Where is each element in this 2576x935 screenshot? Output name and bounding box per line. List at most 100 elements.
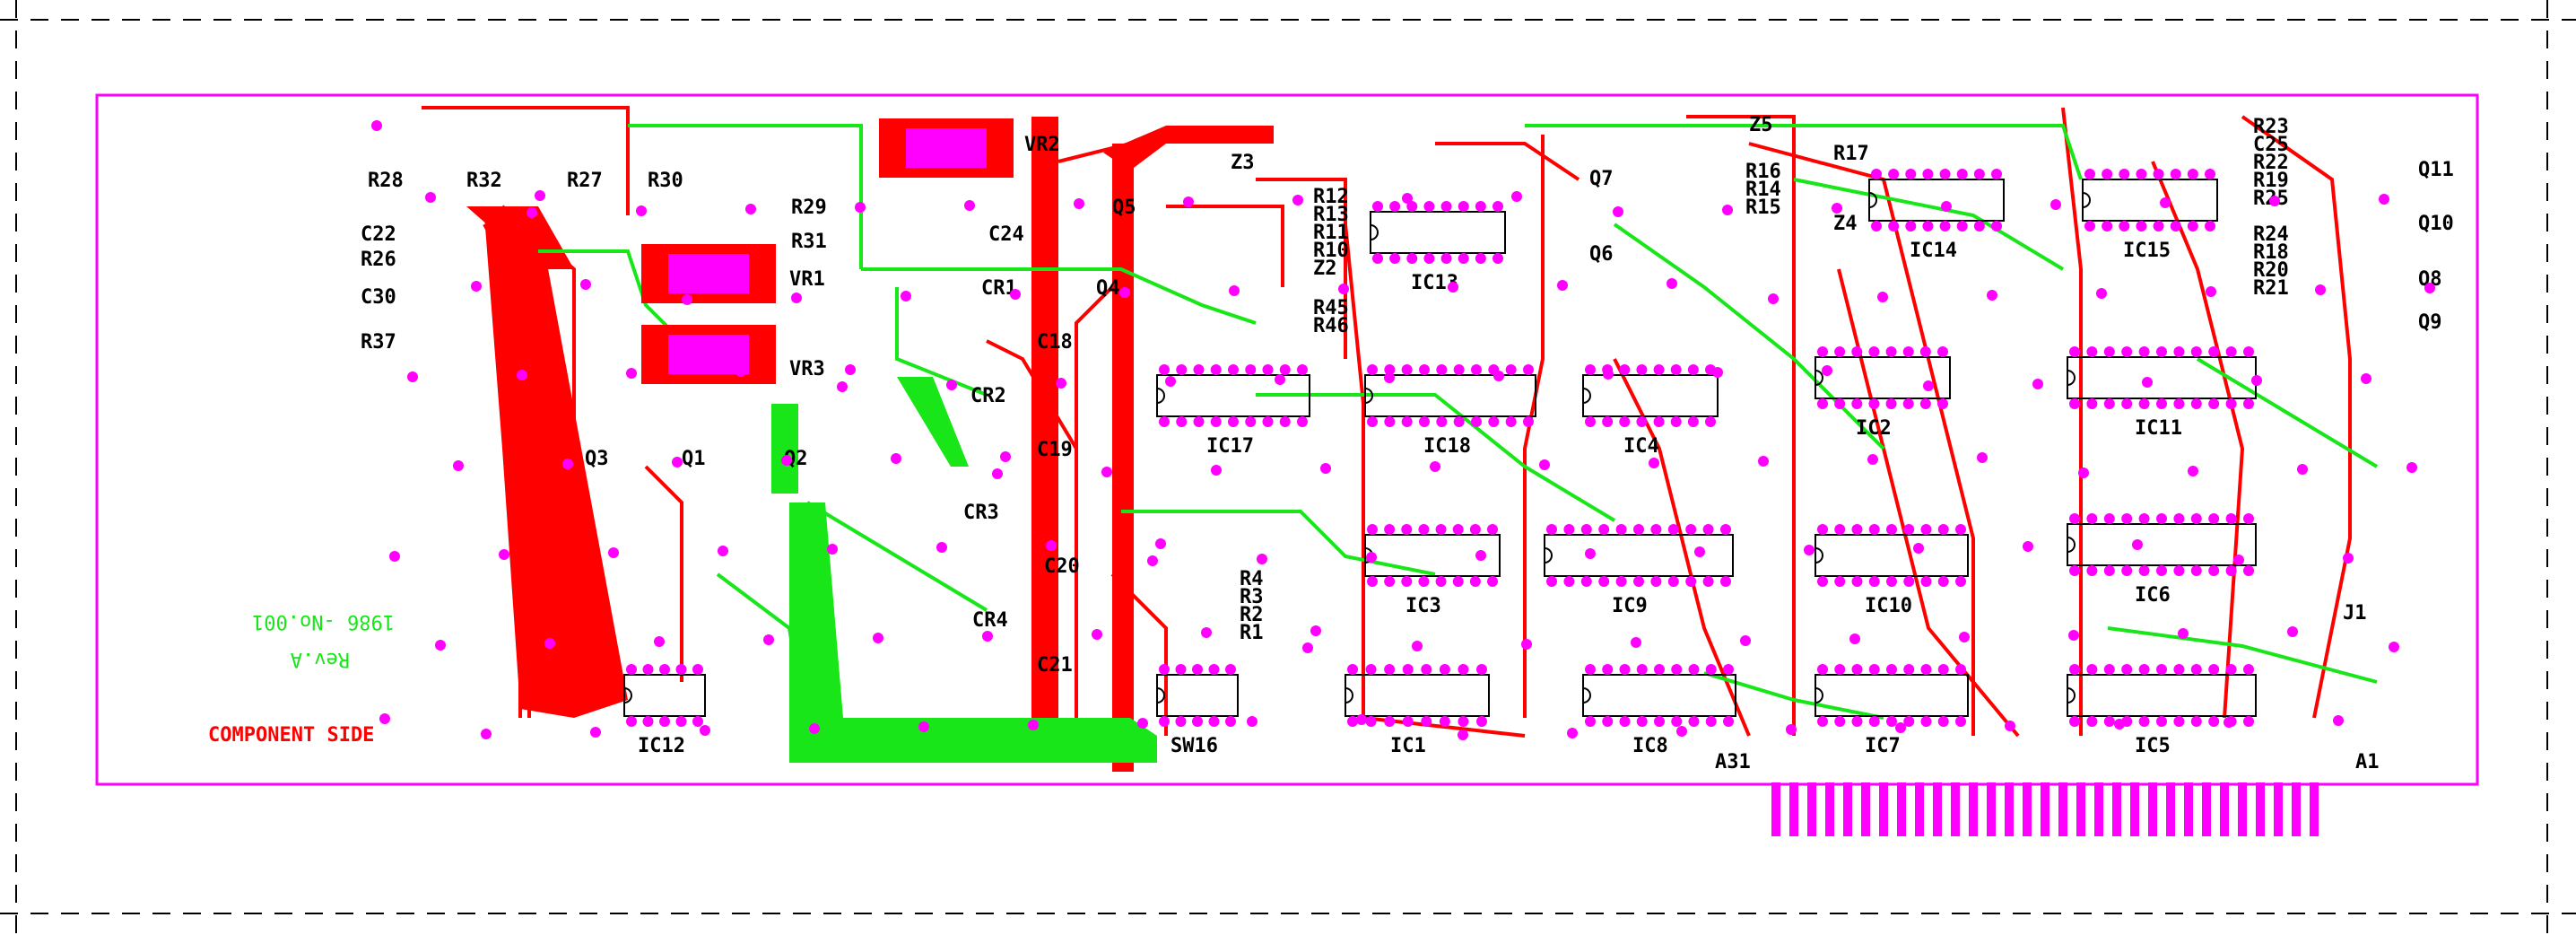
via-pad xyxy=(2142,377,2153,388)
pin-pad xyxy=(1505,416,1517,427)
pin-pad xyxy=(626,716,637,727)
pin-pad xyxy=(1888,221,1900,232)
ic-sw16: SW16 xyxy=(1156,664,1239,757)
via-pad xyxy=(690,277,701,288)
via-pad xyxy=(1694,546,1705,557)
pin-pad xyxy=(1436,416,1448,427)
pin-pad xyxy=(1903,576,1915,587)
pin-pad xyxy=(1653,416,1665,427)
part-label-q6: Q6 xyxy=(1589,243,1614,266)
pin-pad xyxy=(1636,416,1648,427)
pin-pad xyxy=(1208,664,1220,675)
part-label-r27: R27 xyxy=(567,170,603,192)
via-pad xyxy=(718,546,728,556)
via-pad xyxy=(1155,538,1166,549)
pin-pad xyxy=(1384,576,1396,587)
pin-pad xyxy=(1439,716,1450,727)
via-pad xyxy=(1676,726,1687,737)
pin-pad xyxy=(1834,716,1846,727)
pin-pad xyxy=(2208,346,2220,357)
part-label-q9: Q9 xyxy=(2418,311,2442,334)
pin-pad xyxy=(1702,576,1714,587)
edge-finger xyxy=(1879,782,1888,836)
pin-pad xyxy=(1585,716,1596,727)
pin-pad xyxy=(2225,513,2237,524)
edge-finger xyxy=(1969,782,1978,836)
pin-pad xyxy=(1922,169,1934,179)
part-label-vr2: VR2 xyxy=(1024,134,1060,156)
via-pad xyxy=(1046,540,1057,551)
pin-pad xyxy=(1421,716,1432,727)
part-label-r22: R22 xyxy=(2253,152,2289,174)
pin-pad xyxy=(1367,364,1378,375)
part-label-r26: R26 xyxy=(361,249,396,271)
part-label-c21: C21 xyxy=(1037,654,1073,677)
part-label-r46: R46 xyxy=(1313,315,1349,337)
via-pad xyxy=(1722,205,1733,215)
via-pad xyxy=(1092,629,1102,640)
pin-pad xyxy=(1546,576,1557,587)
pin-pad xyxy=(1851,398,1863,409)
side-label: COMPONENT SIDE xyxy=(208,724,374,747)
pin-pad xyxy=(1372,253,1383,264)
via-pad xyxy=(1257,554,1267,564)
ic-label: IC3 xyxy=(1405,595,1441,617)
pin-pad xyxy=(1435,576,1447,587)
pin-pad xyxy=(2121,565,2133,576)
part-label-c22: C22 xyxy=(361,223,396,246)
via-pad xyxy=(636,205,647,216)
pin-pad xyxy=(2190,398,2202,409)
part-label-cr4: CR4 xyxy=(972,609,1008,632)
pin-pad xyxy=(1367,576,1378,587)
pin-pad xyxy=(1423,201,1435,212)
pin-pad xyxy=(1991,221,2002,232)
board-outline xyxy=(95,93,2479,786)
pin-pad xyxy=(1902,398,1914,409)
pin-pad xyxy=(1347,664,1358,675)
pin-pad xyxy=(2102,221,2113,232)
pin-pad xyxy=(1563,576,1575,587)
pin-pad xyxy=(1440,201,1452,212)
part-label-q11: Q11 xyxy=(2418,159,2454,181)
pin-pad xyxy=(1667,576,1679,587)
regulator-vr2 xyxy=(879,118,1014,178)
via-pad xyxy=(982,631,993,642)
pin-pad xyxy=(1475,201,1486,212)
pin-pad xyxy=(1871,169,1882,179)
via-pad xyxy=(1000,451,1011,462)
edge-finger xyxy=(1987,782,1996,836)
pin-pad xyxy=(2156,716,2167,727)
part-label-r1: R1 xyxy=(1240,622,1264,644)
part-label-q1: Q1 xyxy=(682,448,706,470)
pin-pad xyxy=(1937,524,1949,535)
pin-pad xyxy=(1471,364,1482,375)
pin-pad xyxy=(1401,524,1413,535)
edge-finger xyxy=(2292,782,2301,836)
pin-pad xyxy=(2121,346,2133,357)
pin-pad xyxy=(642,716,654,727)
via-pad xyxy=(1119,287,1130,298)
via-pad xyxy=(946,380,957,390)
pin-pad xyxy=(1546,524,1557,535)
pin-pad xyxy=(1670,364,1682,375)
pin-pad xyxy=(2156,346,2167,357)
pin-pad xyxy=(1458,253,1469,264)
via-pad xyxy=(1877,292,1888,302)
via-pad xyxy=(1292,195,1303,205)
pin-pad xyxy=(2205,169,2215,179)
pin-pad xyxy=(1475,253,1486,264)
via-pad xyxy=(535,190,545,201)
edge-finger xyxy=(2005,782,2014,836)
pin-pad xyxy=(2225,398,2237,409)
via-pad xyxy=(2361,373,2371,384)
via-pad xyxy=(608,547,619,558)
edge-finger xyxy=(2058,782,2067,836)
pin-pad xyxy=(1922,221,1934,232)
edge-finger xyxy=(2220,782,2229,836)
via-pad xyxy=(1832,203,1842,214)
via-pad xyxy=(453,460,464,471)
pin-pad xyxy=(1619,416,1631,427)
via-pad xyxy=(992,468,1003,479)
via-pad xyxy=(499,549,509,560)
part-label-q3: Q3 xyxy=(585,448,609,470)
